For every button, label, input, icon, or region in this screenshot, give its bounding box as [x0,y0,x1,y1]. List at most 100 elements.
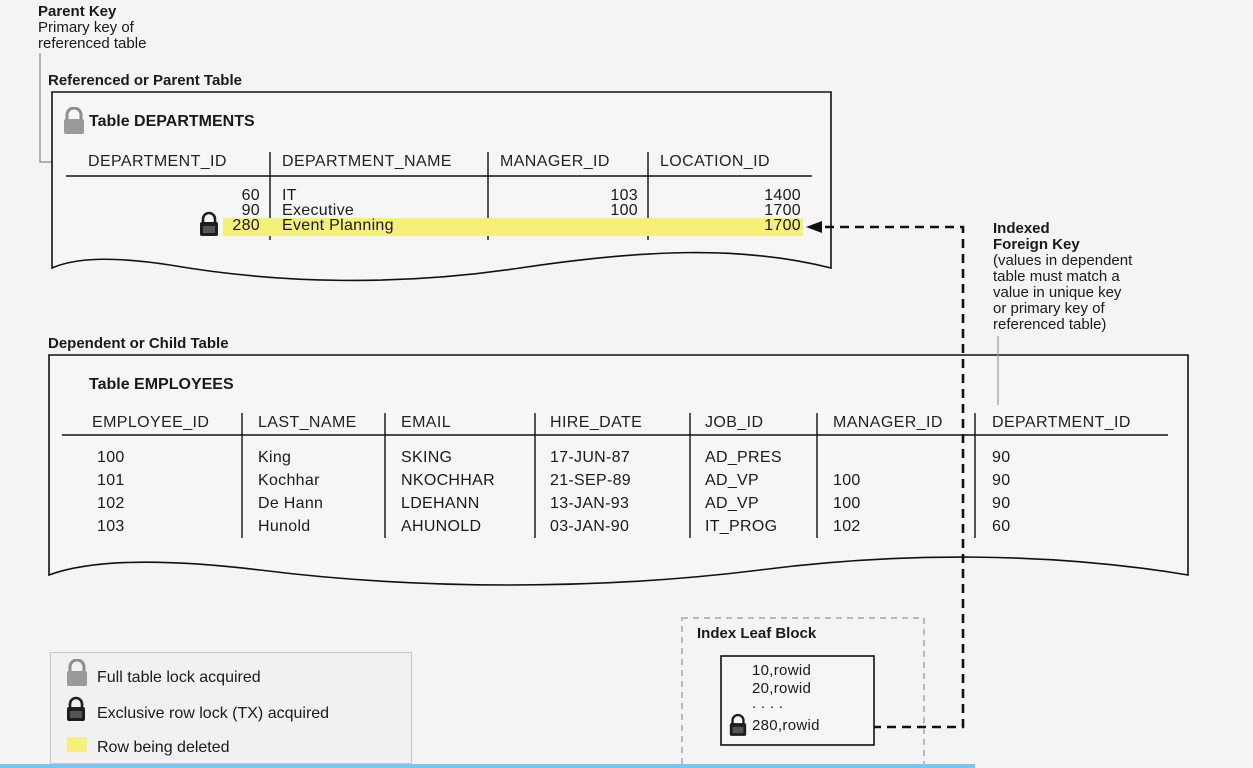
table-cell: 100 [833,472,861,489]
legend-highlight-swatch [67,737,87,752]
table-cell: 100 [97,449,125,466]
parent-key-desc-1: Primary key of [38,19,134,36]
hire-date-column: 17-JUN-87 21-SEP-89 13-JAN-93 03-JAN-90 [550,446,631,538]
department-id-column: 90 90 90 60 [992,446,1010,538]
child-col-header: DEPARTMENT_ID [992,414,1131,431]
manager-id-cell: 100 [610,202,638,219]
table-cell: 13-JAN-93 [550,495,630,512]
child-col-header: LAST_NAME [258,414,357,431]
index-leaf-box [720,655,875,746]
table-cell: AD_VP [705,472,759,489]
parent-key-title: Parent Key [38,3,117,20]
parent-table-caption: Referenced or Parent Table [48,72,242,89]
foreign-key-desc-line: value in unique key [993,284,1122,301]
department-id-cell: 280 [232,217,260,234]
index-entry: . . . . [752,695,784,712]
email-column: SKING NKOCHHAR LDEHANN AHUNOLD [401,446,495,538]
foreign-key-title-1: Indexed [993,220,1050,237]
legend-row-deleted-label: Row being deleted [97,739,230,756]
location-id-cell: 1700 [764,217,801,234]
child-col-header: EMAIL [401,414,452,431]
table-cell: LDEHANN [401,495,480,512]
table-cell: IT_PROG [705,518,778,535]
parent-col-header: MANAGER_ID [500,153,610,170]
foreign-key-title-2: Foreign Key [993,236,1080,253]
table-cell: AHUNOLD [401,518,482,535]
table-cell: 90 [992,472,1011,489]
table-cell: 17-JUN-87 [550,449,631,466]
table-cell: NKOCHHAR [401,472,495,489]
index-leaf-frame [681,617,925,768]
table-cell: SKING [401,449,453,466]
child-col-header: JOB_ID [705,414,764,431]
location-id-cell: 1400 [764,187,801,204]
legend-row-lock-icon [67,696,85,721]
table-cell: AD_VP [705,495,759,512]
foreign-key-desc-line: referenced table) [993,316,1107,333]
table-cell: De Hann [258,495,324,512]
table-cell: 103 [97,518,125,535]
parent-key-desc-2: referenced table [38,35,147,52]
table-cell: 90 [992,449,1011,466]
last-name-column: King Kochhar De Hann Hunold [258,446,323,538]
manager-id-column: 103 100 [560,188,638,233]
index-leaf-entries: 10,rowid 20,rowid . . . . [752,662,812,712]
foreign-key-desc-line: (values in dependent [993,252,1133,269]
department-id-cell: 90 [241,202,260,219]
table-row: 60 90 280 [180,187,260,234]
bottom-strip [0,764,975,768]
table-cell: AD_PRES [705,449,782,466]
index-row-lock-icon [729,713,747,736]
child-table-frame [48,354,1189,586]
table-cell: 60 [992,518,1011,535]
foreign-key-label: Indexed Foreign Key (values in dependent… [993,221,1132,333]
table-cell: 101 [97,472,125,489]
parent-col-header: DEPARTMENT_ID [88,153,227,170]
index-entry: 20,rowid [752,680,812,697]
job-id-column: AD_PRES AD_VP AD_VP IT_PROG [705,446,782,538]
department-name-column: IT Executive Event Planning [282,187,394,234]
index-to-row-connector [820,225,965,729]
manager-id-cell [560,218,638,233]
table-cell: 90 [992,495,1011,512]
table-cell [833,446,861,469]
location-id-column: 1400 1700 1700 [720,187,801,234]
row-lock-icon [200,211,218,236]
deleted-row-highlight [223,218,803,236]
department-name-cell: Executive [282,202,355,219]
table-cell: 21-SEP-89 [550,472,631,489]
parent-key-label: Parent Key Primary key of referenced tab… [38,3,146,52]
table-cell: King [258,449,292,466]
index-leaf-title: Index Leaf Block [697,625,817,642]
manager-id-cell: 103 [610,187,638,204]
table-cell: 100 [833,495,861,512]
child-col-header: HIRE_DATE [550,414,643,431]
manager-id-column: 100 100 102 [833,446,861,538]
full-table-lock-icon [64,107,84,134]
foreign-key-desc-line: table must match a [993,268,1120,285]
legend-row-lock-label: Exclusive row lock (TX) acquired [97,705,330,722]
employee-id-column: 100 101 102 103 [97,446,125,538]
index-entry-locked: 280,rowid [752,717,820,734]
parent-col-header: LOCATION_ID [660,153,770,170]
table-cell: Hunold [258,518,311,535]
index-entry: 10,rowid [752,662,812,679]
location-id-cell: 1700 [764,202,801,219]
department-name-cell: Event Planning [282,217,394,234]
department-name-cell: IT [282,187,297,204]
connector-arrowhead [806,221,822,233]
child-col-header: MANAGER_ID [833,414,943,431]
parent-col-header: DEPARTMENT_NAME [282,153,452,170]
table-cell: 102 [833,518,861,535]
child-col-header: EMPLOYEE_ID [92,414,210,431]
table-cell: 03-JAN-90 [550,518,630,535]
department-id-cell: 60 [241,187,260,204]
legend [50,652,412,764]
child-table-caption: Dependent or Child Table [48,335,229,352]
table-cell: Kochhar [258,472,320,489]
foreign-key-desc-line: or primary key of [993,300,1105,317]
child-table-name: Table EMPLOYEES [89,376,234,393]
parent-table-name: Table DEPARTMENTS [89,113,255,130]
table-cell: 102 [97,495,125,512]
legend-full-lock-icon [67,659,87,686]
